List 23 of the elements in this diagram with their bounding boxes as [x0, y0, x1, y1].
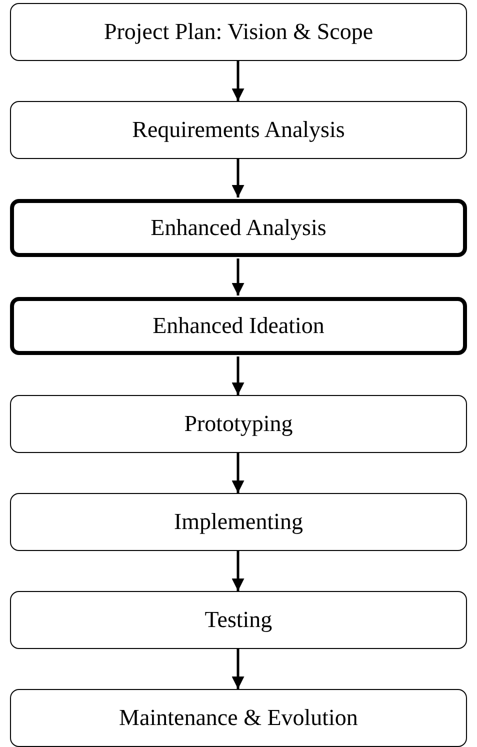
process-box: [10, 395, 467, 453]
step-label: Testing: [204, 607, 272, 633]
step-label: Requirements Analysis: [132, 117, 345, 143]
process-box: [10, 297, 467, 355]
arrow: [232, 61, 244, 101]
process-box: [10, 199, 467, 257]
arrow: [232, 551, 244, 591]
arrow: [232, 356, 244, 395]
arrow: [232, 159, 244, 198]
process-box: [10, 591, 467, 649]
step-label: Enhanced Analysis: [150, 215, 326, 241]
step-label: Maintenance & Evolution: [119, 705, 358, 731]
step-label: Prototyping: [184, 411, 293, 437]
process-box: [10, 689, 467, 747]
process-box: [10, 101, 467, 159]
step-label: Project Plan: Vision & Scope: [104, 19, 374, 45]
arrow: [232, 453, 244, 493]
step-label: Implementing: [174, 509, 304, 535]
arrow: [232, 258, 244, 296]
process-box: [10, 3, 467, 61]
process-box: [10, 493, 467, 551]
arrow: [232, 649, 244, 689]
step-label: Enhanced Ideation: [152, 313, 324, 339]
